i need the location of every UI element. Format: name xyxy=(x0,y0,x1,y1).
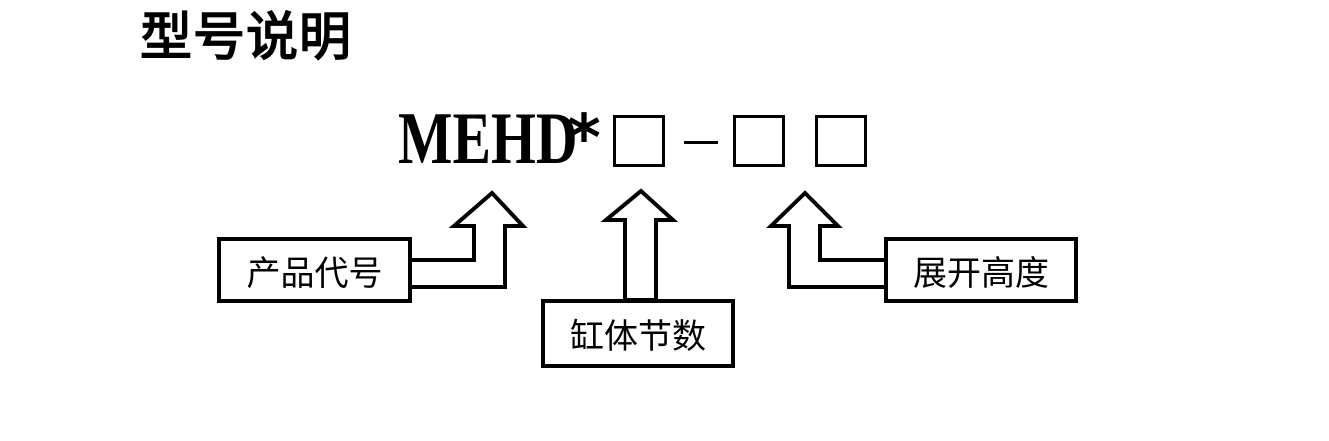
extended-height-arrow xyxy=(766,190,888,289)
cylinder-sections-label: 缸体节数 xyxy=(541,299,735,368)
product-code-text: 产品代号 xyxy=(246,253,383,294)
product-code-label: 产品代号 xyxy=(217,237,412,303)
dash-separator xyxy=(684,141,718,144)
extended-height-label: 展开高度 xyxy=(884,237,1078,303)
extended-height-text: 展开高度 xyxy=(913,253,1049,294)
extended-height-slot-2 xyxy=(815,115,867,167)
cylinder-sections-text: 缸体节数 xyxy=(570,317,706,357)
cylinder-sections-arrow xyxy=(600,188,679,302)
cylinder-sections-slot xyxy=(613,115,665,167)
asterisk-separator: * xyxy=(567,102,601,176)
model-code: MEHD * xyxy=(398,102,612,176)
product-code-arrow xyxy=(407,190,528,289)
extended-height-slot-1 xyxy=(733,115,785,167)
page-title: 型号说明 xyxy=(140,8,353,68)
